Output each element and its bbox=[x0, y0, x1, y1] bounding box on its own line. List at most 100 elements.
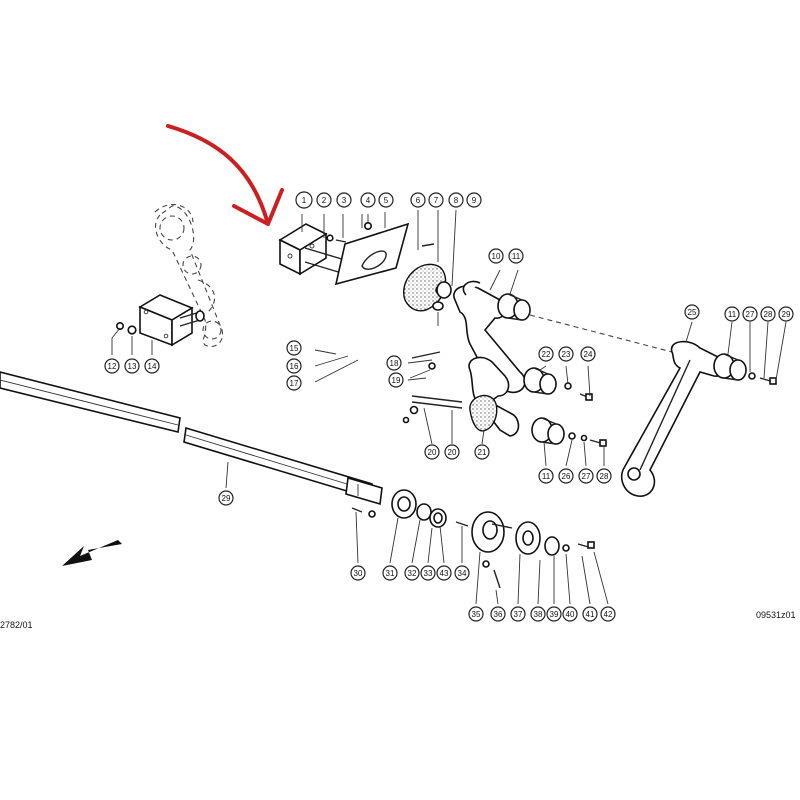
callout-10: 10 bbox=[488, 248, 504, 264]
callout-label: 6 bbox=[416, 196, 421, 205]
callout-label: 33 bbox=[424, 569, 433, 578]
callout-3: 3 bbox=[336, 192, 352, 208]
callout-30: 30 bbox=[350, 565, 366, 581]
callout-15: 15 bbox=[286, 340, 302, 356]
callout-label: 40 bbox=[566, 610, 575, 619]
callout-28: 28 bbox=[760, 306, 776, 322]
callout-23: 23 bbox=[558, 346, 574, 362]
callout-label: 25 bbox=[688, 308, 697, 317]
callout-label: 19 bbox=[392, 376, 401, 385]
callout-38: 38 bbox=[530, 606, 546, 622]
bearing-assembly-left bbox=[351, 489, 469, 528]
hardware-23-29 bbox=[564, 382, 607, 447]
callout-label: 5 bbox=[384, 196, 389, 205]
callout-label: 10 bbox=[492, 252, 501, 261]
callout-label: 16 bbox=[290, 362, 299, 371]
callout-17: 17 bbox=[286, 375, 302, 391]
direction-arrow bbox=[62, 540, 122, 566]
callout-2: 2 bbox=[316, 192, 332, 208]
callout-5: 5 bbox=[378, 192, 394, 208]
callout-label: 11 bbox=[728, 310, 737, 319]
callout-label: 28 bbox=[764, 310, 773, 319]
callout-label: 7 bbox=[434, 196, 439, 205]
right-lever-arm bbox=[620, 340, 777, 497]
callout-41: 41 bbox=[582, 606, 598, 622]
callout-label: 2 bbox=[322, 196, 327, 205]
highlight-pointer-arrow bbox=[166, 124, 284, 226]
upper-lever-arm bbox=[453, 269, 673, 394]
callout-28: 28 bbox=[596, 468, 612, 484]
callout-label: 41 bbox=[586, 610, 595, 619]
callout-29: 29 bbox=[778, 306, 794, 322]
callout-9: 9 bbox=[466, 192, 482, 208]
callout-label: 4 bbox=[366, 196, 371, 205]
callout-label: 8 bbox=[454, 196, 459, 205]
callout-label: 15 bbox=[290, 344, 299, 353]
callout-29: 29 bbox=[218, 490, 234, 506]
callout-43: 43 bbox=[436, 565, 452, 581]
callout-12: 12 bbox=[104, 358, 120, 374]
callout-label: 36 bbox=[494, 610, 503, 619]
drawing-reference-right: 09531z01 bbox=[756, 610, 796, 620]
callout-label: 11 bbox=[542, 472, 551, 481]
callout-label: 42 bbox=[604, 610, 613, 619]
callout-6: 6 bbox=[410, 192, 426, 208]
callout-19: 19 bbox=[388, 372, 404, 388]
callout-label: 11 bbox=[512, 252, 521, 261]
callout-33: 33 bbox=[420, 565, 436, 581]
callout-24: 24 bbox=[580, 346, 596, 362]
callout-label: 21 bbox=[478, 448, 487, 457]
callout-31: 31 bbox=[382, 565, 398, 581]
callout-label: 29 bbox=[222, 494, 231, 503]
callout-26: 26 bbox=[558, 468, 574, 484]
callout-20: 20 bbox=[444, 444, 460, 460]
callout-label: 24 bbox=[584, 350, 593, 359]
callout-label: 34 bbox=[458, 569, 467, 578]
callout-label: 20 bbox=[428, 448, 437, 457]
lower-lever-arm bbox=[402, 351, 565, 445]
callout-1: 1 bbox=[295, 191, 313, 209]
callout-label: 30 bbox=[354, 569, 363, 578]
callout-34: 34 bbox=[454, 565, 470, 581]
callout-36: 36 bbox=[490, 606, 506, 622]
callout-label: 9 bbox=[472, 196, 477, 205]
callout-11: 11 bbox=[724, 306, 740, 322]
callout-7: 7 bbox=[428, 192, 444, 208]
callout-label: 1 bbox=[302, 196, 307, 205]
callout-label: 27 bbox=[582, 472, 591, 481]
callout-18: 18 bbox=[386, 355, 402, 371]
callout-label: 31 bbox=[386, 569, 395, 578]
callout-22: 22 bbox=[538, 346, 554, 362]
callout-11: 11 bbox=[508, 248, 524, 264]
callout-42: 42 bbox=[600, 606, 616, 622]
gasket-plate bbox=[334, 212, 410, 286]
callout-label: 12 bbox=[108, 362, 117, 371]
callout-label: 27 bbox=[746, 310, 755, 319]
callout-label: 28 bbox=[600, 472, 609, 481]
callout-label: 22 bbox=[542, 350, 551, 359]
drawing-reference-left: 2782/01 bbox=[0, 620, 33, 630]
callout-4: 4 bbox=[360, 192, 376, 208]
bearing-assembly-right bbox=[471, 511, 595, 589]
callout-40: 40 bbox=[562, 606, 578, 622]
callout-13: 13 bbox=[124, 358, 140, 374]
callout-label: 43 bbox=[440, 569, 449, 578]
callout-label: 20 bbox=[448, 448, 457, 457]
callout-label: 38 bbox=[534, 610, 543, 619]
callout-14: 14 bbox=[144, 358, 160, 374]
callout-label: 32 bbox=[408, 569, 417, 578]
ghost-lever-arm bbox=[154, 203, 224, 348]
callout-label: 18 bbox=[390, 359, 399, 368]
callout-label: 3 bbox=[342, 196, 347, 205]
callout-label: 37 bbox=[514, 610, 523, 619]
callout-25: 25 bbox=[684, 304, 700, 320]
drive-shaft bbox=[0, 371, 383, 506]
callout-8: 8 bbox=[448, 192, 464, 208]
callout-35: 35 bbox=[468, 606, 484, 622]
callout-20: 20 bbox=[424, 444, 440, 460]
callout-16: 16 bbox=[286, 358, 302, 374]
callout-27: 27 bbox=[578, 468, 594, 484]
callout-label: 14 bbox=[148, 362, 157, 371]
callout-label: 17 bbox=[290, 379, 299, 388]
